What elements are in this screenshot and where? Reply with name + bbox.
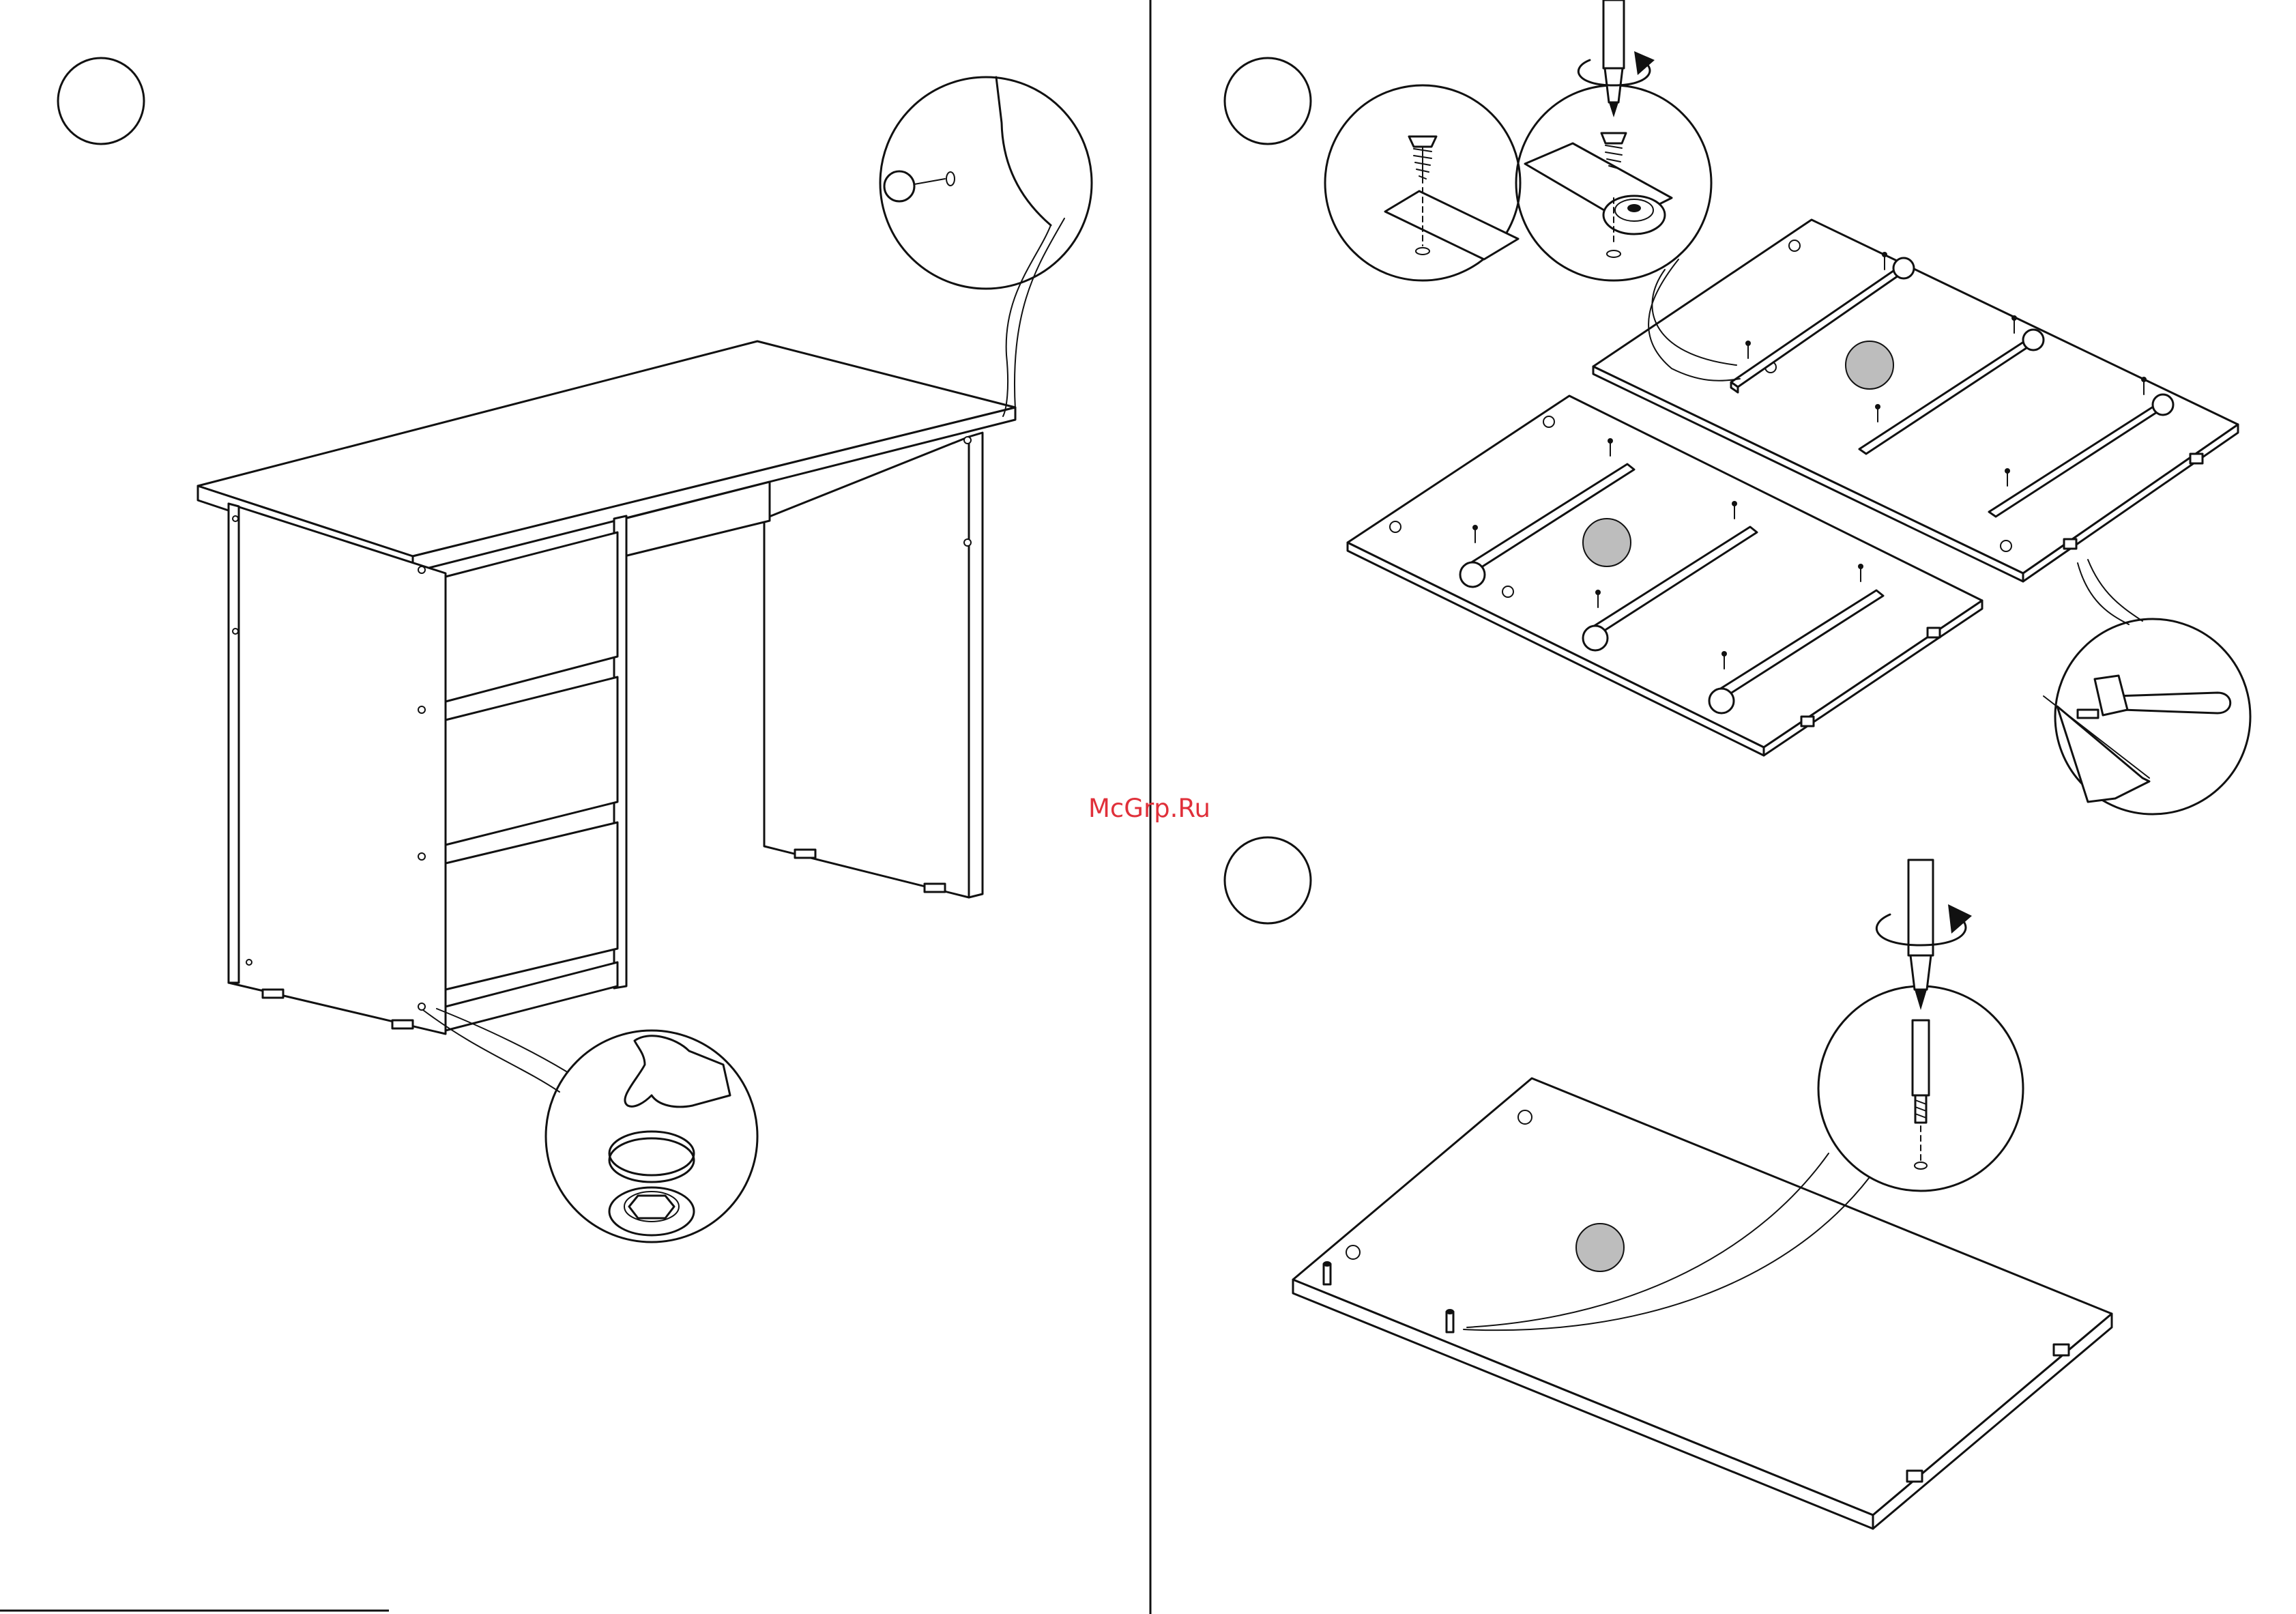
hand-icon [625, 1036, 730, 1107]
step-1-desk [58, 58, 1092, 1242]
runner-screw-icon [1409, 136, 1436, 183]
watermark-text: McGrp.Ru [1088, 792, 1252, 826]
pedestal-left-edge [229, 504, 239, 983]
logo-sticker [1846, 341, 1893, 389]
step-3-dowels [1225, 837, 2112, 1529]
cam-lock [1928, 628, 1940, 637]
leg-foot [925, 884, 945, 892]
detail-runner-screw [1325, 85, 1520, 280]
cam-hole [1543, 416, 1554, 427]
cam-hole [233, 629, 238, 634]
cam-hole [964, 437, 971, 444]
cam-hole [1518, 1110, 1532, 1124]
cam-hole [233, 516, 238, 521]
step-2-runners [1225, 0, 2250, 814]
pedestal-foot [392, 1020, 413, 1028]
drawer-3 [446, 822, 617, 990]
cam-hole [246, 960, 252, 965]
dowel-icon [1913, 1020, 1929, 1169]
detail-hand-cap [423, 1009, 757, 1242]
pedestal-foot [263, 990, 283, 998]
cam-lock [1907, 1471, 1922, 1482]
pedestal-left-side [229, 504, 446, 1034]
cam-hole [418, 853, 425, 860]
drawer-2 [446, 677, 617, 845]
logo-sticker [1576, 1224, 1624, 1271]
cam-hole [1390, 521, 1401, 532]
cam-lock [2054, 1344, 2069, 1355]
detail-cam-cap [880, 77, 1092, 416]
leg-foot [795, 850, 815, 858]
cap-icon [884, 171, 914, 201]
desk-right-leg-front [764, 437, 969, 897]
step-number-circle-3 [1225, 837, 1311, 923]
cam-hole [1346, 1245, 1360, 1259]
screwdriver-icon [1603, 0, 1624, 117]
hammer-icon [2095, 676, 2230, 715]
cam-hole [418, 566, 425, 573]
desk-right-leg-side [969, 433, 983, 897]
step-number-circle-1 [58, 58, 144, 144]
cam-lock [2064, 539, 2076, 549]
step-number-circle-2 [1225, 58, 1311, 144]
cam-lock [2190, 454, 2203, 463]
cam-lock [2078, 710, 2098, 718]
cam-hole [964, 539, 971, 546]
cam-hole [418, 1003, 425, 1010]
cam-lock [1801, 717, 1814, 726]
cam-hole [1502, 586, 1513, 597]
logo-sticker [1583, 519, 1631, 566]
detail-hammer [2044, 560, 2250, 814]
cam-hole [2001, 541, 2011, 551]
cam-hole [418, 706, 425, 713]
cam-hole [1789, 240, 1800, 251]
